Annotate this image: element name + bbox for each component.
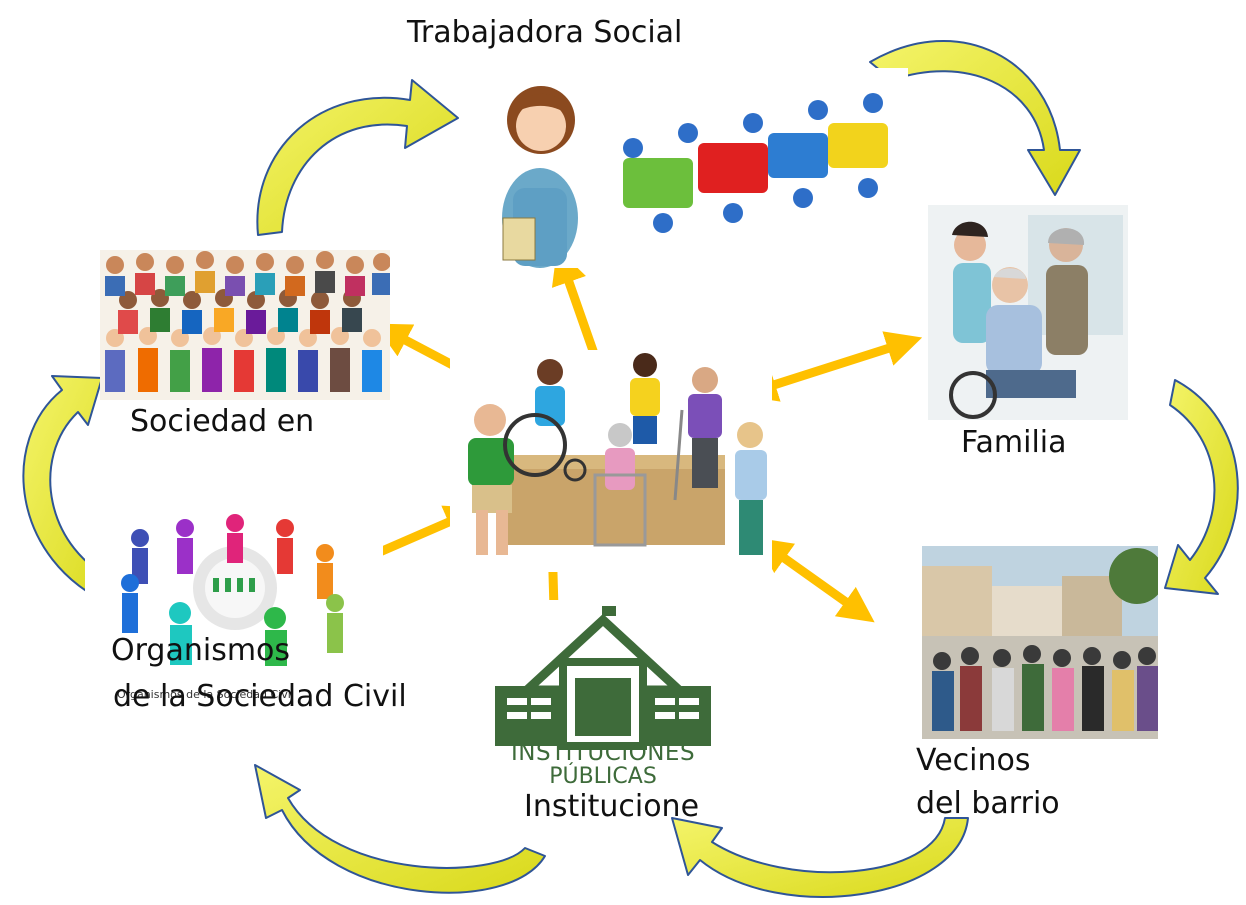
organismos-label-line1: Organismos [111,633,291,668]
organismos-image [85,508,383,670]
puzzle-team-icon [623,93,888,233]
cycle-arrow-organismos-to-sociedad [22,375,119,606]
double-arrow-familia [740,331,923,402]
trabajadora-label: Trabajadora Social [407,15,683,50]
sociedad-label: Sociedad en [130,404,315,439]
cycle-arrow-vecinos-to-instituciones [671,817,969,898]
center-image [450,350,772,572]
instituciones-image: INSTITUCIONES PÚBLICAS [487,600,719,790]
organismos-label-line2: de la Sociedad Civil [113,679,407,714]
disability-group-icon [468,353,767,555]
institution-logo-line1: INSTITUCIONES [510,740,696,766]
sociedad-image [100,240,391,400]
community-circle-icon [121,514,344,666]
vecinos-image [922,546,1165,739]
cycle-arrow-trabajadora-to-familia [869,39,1081,196]
vecinos-label-line1: Vecinos [916,743,1031,778]
familia-image [928,205,1128,420]
organismos-watermark: Organismos de la Sociedad Civil [117,688,294,701]
double-arrow-vecinos [755,537,875,623]
social-worker-icon [502,86,578,268]
instituciones-label: Institucione [524,789,700,824]
neighbors-photo-icon [922,546,1165,739]
vecinos-label-line2: del barrio [916,786,1060,821]
cycle-arrow-sociedad-to-trabajadora [256,79,459,236]
family-wheelchair-icon [928,205,1128,420]
familia-label: Familia [961,425,1067,460]
institution-building-icon [495,606,711,750]
crowd-icon [100,250,391,400]
institution-logo-line2: PÚBLICAS [549,764,657,789]
cycle-arrow-familia-to-vecinos [1164,379,1239,595]
trabajadora-image [495,68,908,268]
cycle-arrow-instituciones-to-organismos [254,764,546,894]
